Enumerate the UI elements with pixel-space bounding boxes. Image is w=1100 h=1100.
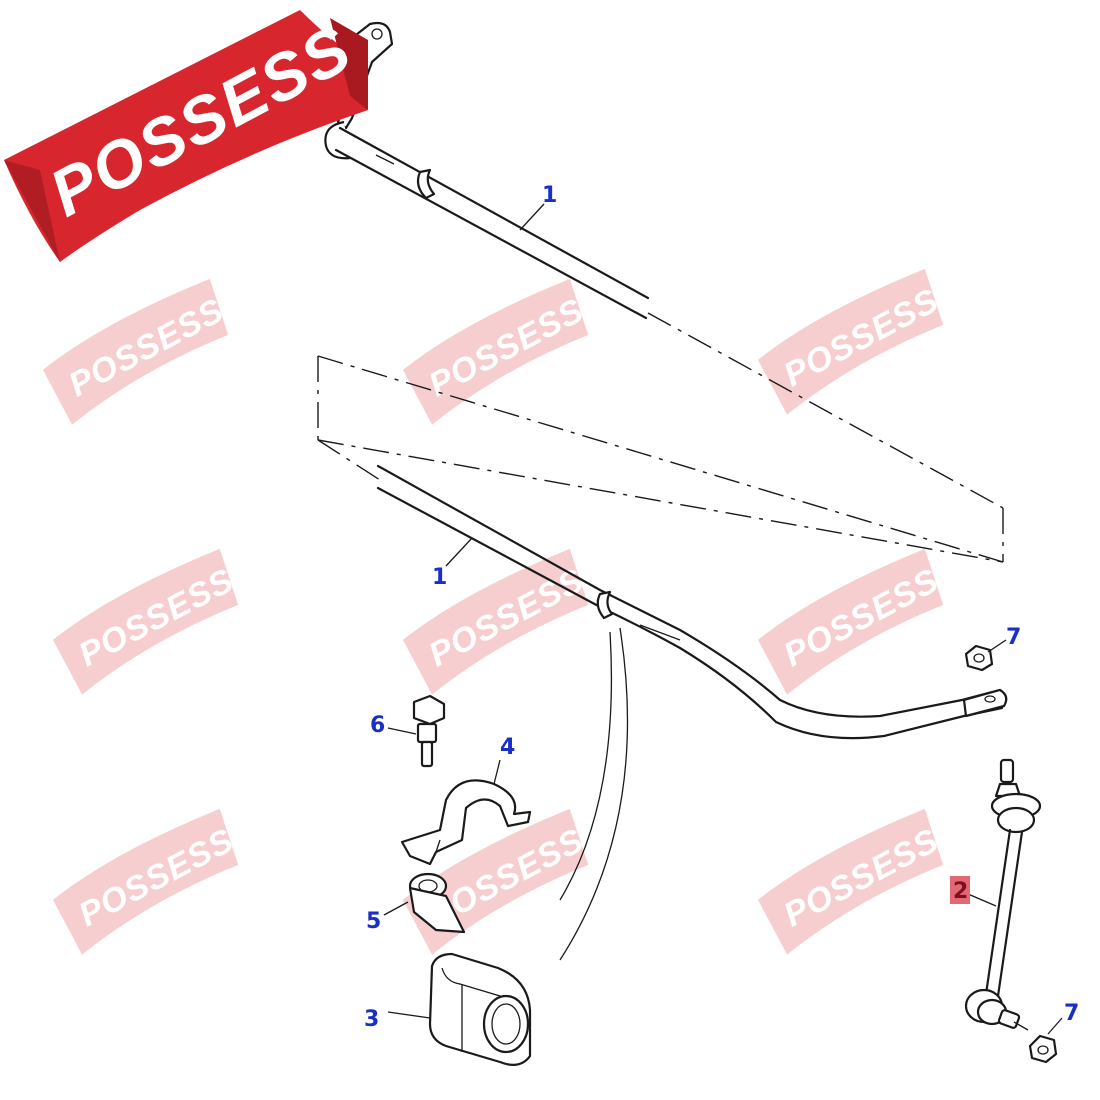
bracket bbox=[408, 872, 466, 934]
watermark-logo: POSSESS bbox=[52, 548, 240, 695]
callout-2-highlight bbox=[950, 876, 970, 904]
watermark-logo: POSSESS bbox=[757, 268, 945, 415]
stabilizer-bar-upper bbox=[324, 21, 650, 320]
watermark-logo: POSSESS bbox=[757, 548, 945, 695]
watermark-logo: POSSESS bbox=[52, 808, 240, 955]
stabilizer-link bbox=[964, 758, 1042, 1031]
callout-6: 6 bbox=[370, 713, 385, 738]
callout-5: 5 bbox=[366, 909, 381, 934]
watermark-logo: POSSESS bbox=[42, 278, 230, 425]
bushing bbox=[428, 952, 532, 1067]
bolt bbox=[412, 694, 446, 768]
callout-1-upper: 1 bbox=[542, 183, 557, 208]
callout-7-upper: 7 bbox=[1006, 625, 1021, 650]
nut-upper bbox=[964, 644, 994, 672]
watermark-logo: POSSESS bbox=[757, 808, 945, 955]
callout-labels: 1 1 2 3 4 5 6 7 7 bbox=[364, 183, 1079, 1032]
watermark-layer: POSSESS POSSESS POSSESS POSSESS POSSESS … bbox=[42, 268, 945, 955]
leader-lines bbox=[383, 203, 1063, 1035]
callout-1-lower: 1 bbox=[432, 565, 447, 590]
nut-lower bbox=[1028, 1034, 1058, 1064]
bushing-clamp bbox=[400, 779, 532, 866]
extension-lines bbox=[317, 312, 1004, 563]
callout-3: 3 bbox=[364, 1007, 379, 1032]
brand-logo: POSSESS bbox=[4, 10, 368, 262]
watermark-logo: POSSESS bbox=[402, 278, 590, 425]
watermark-logo: POSSESS bbox=[402, 548, 590, 695]
callout-7-lower: 7 bbox=[1064, 1001, 1079, 1026]
callout-4: 4 bbox=[500, 735, 515, 760]
stabilizer-bar-lower bbox=[376, 464, 1008, 961]
callout-2: 2 bbox=[953, 879, 968, 904]
